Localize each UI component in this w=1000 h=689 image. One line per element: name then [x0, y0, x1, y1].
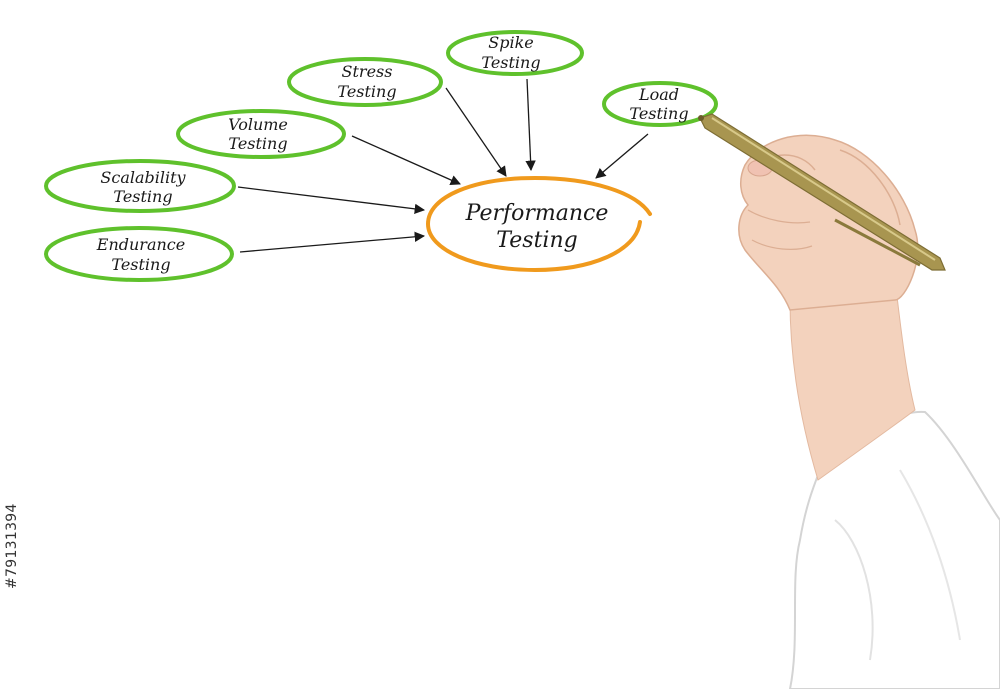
thumb — [839, 149, 901, 226]
node-label-line1: Endurance — [96, 235, 185, 254]
middle-finger — [747, 209, 811, 224]
arrow-stress — [445, 87, 507, 177]
node-label-line2: Testing — [111, 255, 170, 274]
pen-body — [699, 113, 946, 271]
node-stress: Stress Testing — [287, 57, 443, 107]
node-label-line2: Testing — [228, 134, 287, 153]
sleeve-fold — [899, 469, 961, 641]
node-outline — [44, 159, 236, 213]
hand-holding-pen — [698, 113, 1000, 689]
center-node-performance-testing: Performance Testing — [425, 175, 652, 273]
node-outline — [602, 81, 718, 127]
node-label-line1: Load — [638, 85, 679, 104]
pen-clip — [834, 218, 921, 267]
node-label-line1: Stress — [342, 62, 393, 81]
arrow-spike — [525, 78, 536, 172]
arrow-load — [595, 133, 649, 179]
sleeve-fold — [834, 519, 874, 661]
center-label-line1: Performance — [465, 201, 609, 226]
node-scalability: Scalability Testing — [44, 159, 236, 213]
node-label-line1: Volume — [228, 115, 288, 134]
node-volume: Volume Testing — [176, 109, 346, 159]
ring-finger — [751, 239, 813, 250]
stock-image-id: #79131394 — [4, 503, 20, 589]
arrow-scalability — [237, 186, 426, 215]
pen-highlight — [711, 117, 936, 261]
arrow-volume — [351, 135, 461, 185]
node-outline — [287, 57, 443, 107]
node-outline — [176, 109, 346, 159]
node-load: Load Testing — [602, 81, 718, 127]
arrow-endurance — [239, 231, 426, 253]
center-outline — [425, 175, 652, 273]
forearm — [789, 279, 916, 481]
node-label-line2: Testing — [337, 82, 396, 101]
node-outline — [44, 226, 234, 282]
node-endurance: Endurance Testing — [44, 226, 234, 282]
hand — [738, 134, 919, 311]
node-label-line2: Testing — [113, 187, 172, 206]
node-label-line2: Testing — [629, 104, 688, 123]
pen-tip — [698, 115, 704, 121]
node-label-line1: Scalability — [100, 168, 186, 187]
node-label-line1: Spike — [488, 33, 533, 52]
node-outline — [446, 30, 584, 76]
center-label-line2: Testing — [496, 228, 577, 253]
node-label-line2: Testing — [481, 53, 540, 72]
node-spike: Spike Testing — [446, 30, 584, 76]
arrows — [237, 78, 649, 253]
gold-pen-icon — [698, 113, 946, 271]
